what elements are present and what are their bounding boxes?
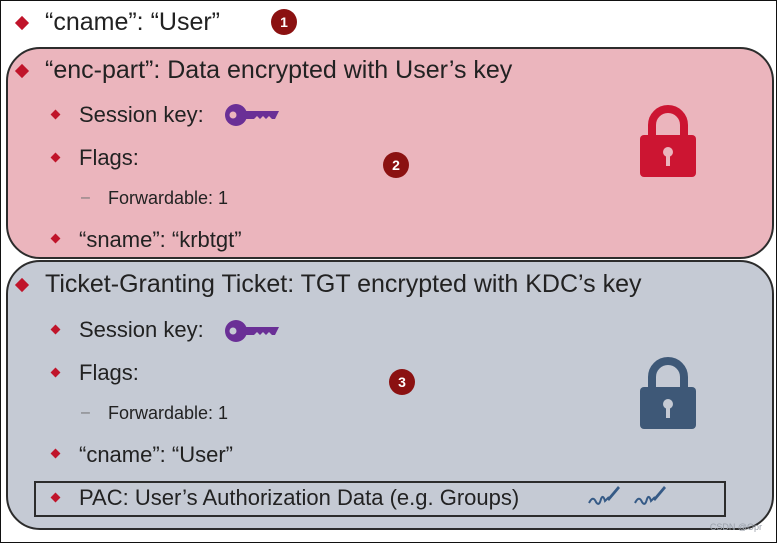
enc-flags-label: Flags: [79, 145, 139, 170]
pac-text: PAC: User’s Authorization Data (e.g. Gro… [79, 485, 520, 510]
dash-icon: – [81, 404, 90, 421]
enc-part-title: “enc-part”: Data encrypted with User’s k… [45, 56, 513, 84]
badge-3: 3 [389, 369, 415, 395]
dash-icon: – [81, 189, 90, 206]
lock-icon [640, 105, 696, 177]
lock-icon [640, 357, 696, 429]
cname-line: “cname”: “User” [45, 8, 221, 36]
bullet-icon [14, 15, 30, 31]
enc-forwardable: Forwardable: 1 [108, 188, 229, 208]
key-icon [225, 104, 279, 126]
tgt-title: Ticket-Granting Ticket: TGT encrypted wi… [45, 270, 642, 298]
badge-1: 1 [271, 9, 297, 35]
watermark: CSDN @Opr [709, 522, 762, 532]
badge-2: 2 [383, 152, 409, 178]
enc-sname: “sname”: “krbtgt” [79, 227, 242, 252]
tgt-forwardable: Forwardable: 1 [108, 403, 229, 423]
tgt-cname: “cname”: “User” [79, 442, 234, 467]
tgt-flags-label: Flags: [79, 360, 139, 385]
enc-session-key-label: Session key: [79, 102, 204, 127]
tgt-session-key-label: Session key: [79, 317, 204, 342]
signature-icon [588, 486, 620, 505]
key-icon [225, 320, 279, 342]
signature-icon [634, 486, 666, 505]
